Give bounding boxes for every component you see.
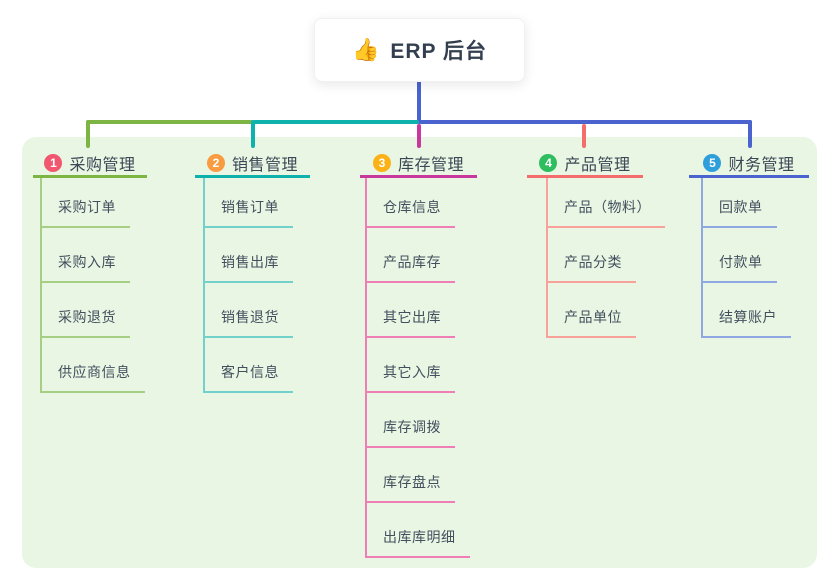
branch-children: 采购订单采购入库采购退货供应商信息	[40, 178, 145, 393]
branch-node-label: 财务管理	[728, 156, 795, 174]
branch-children: 销售订单销售出库销售退货客户信息	[203, 178, 293, 393]
child-item[interactable]: 供应商信息	[42, 338, 145, 393]
child-item[interactable]: 产品单位	[548, 283, 665, 338]
child-item[interactable]: 回款单	[703, 178, 791, 228]
branch-number-badge: 1	[44, 153, 63, 172]
branch-sales: 2 销售管理 销售订单销售出库销售退货客户信息	[195, 150, 310, 393]
child-item[interactable]: 采购入库	[42, 228, 145, 283]
child-item-label: 产品库存	[367, 252, 455, 283]
child-item-label: 出库库明细	[367, 527, 470, 558]
child-item[interactable]: 其它入库	[367, 338, 470, 393]
child-item[interactable]: 销售退货	[205, 283, 293, 338]
bus-segment-middle	[253, 120, 419, 124]
branch-finance: 5 财务管理 回款单付款单结算账户	[689, 150, 809, 338]
drop-line-sales	[251, 120, 255, 148]
branch-node-purchase[interactable]: 1 采购管理	[33, 150, 147, 178]
root-node-label: ERP 后台	[390, 40, 488, 63]
child-item-label: 客户信息	[205, 362, 293, 393]
branch-node-label: 销售管理	[231, 156, 298, 174]
child-item-label: 其它入库	[367, 362, 455, 393]
branch-node-label: 采购管理	[69, 156, 136, 174]
branch-number-badge: 3	[372, 153, 391, 172]
thumbs-up-icon: 👍	[351, 37, 381, 62]
branch-number-badge: 2	[206, 153, 225, 172]
branch-node-inventory[interactable]: 3 库存管理	[360, 150, 477, 178]
drop-line-product	[582, 124, 586, 148]
branch-node-label: 库存管理	[397, 156, 464, 174]
child-item-label: 库存调拨	[367, 417, 455, 448]
branch-node-product[interactable]: 4 产品管理	[527, 150, 643, 178]
child-item-label: 采购入库	[42, 252, 130, 283]
branch-node-label: 产品管理	[564, 156, 631, 174]
branch-children: 回款单付款单结算账户	[701, 178, 791, 338]
branch-node-finance[interactable]: 5 财务管理	[689, 150, 809, 178]
child-item[interactable]: 结算账户	[703, 283, 791, 338]
child-item[interactable]: 付款单	[703, 228, 791, 283]
branch-node-sales[interactable]: 2 销售管理	[195, 150, 310, 178]
bus-segment-left	[86, 120, 253, 124]
child-item-label: 采购订单	[42, 197, 130, 228]
drop-line-finance	[748, 120, 752, 148]
branch-children: 产品（物料） 产品分类产品单位	[546, 178, 665, 338]
child-item-label: 产品（物料）	[548, 197, 665, 228]
child-item-label: 供应商信息	[42, 362, 145, 393]
bus-segment-right	[419, 120, 752, 124]
drop-line-purchase	[86, 120, 90, 148]
child-item[interactable]: 产品（物料）	[548, 178, 665, 228]
child-item[interactable]: 产品库存	[367, 228, 470, 283]
child-item-label: 产品分类	[548, 252, 636, 283]
child-item-label: 其它出库	[367, 307, 455, 338]
child-item[interactable]: 客户信息	[205, 338, 293, 393]
branch-product: 4 产品管理 产品（物料） 产品分类产品单位	[527, 150, 665, 338]
child-item[interactable]: 采购订单	[42, 178, 145, 228]
branch-number-badge: 4	[539, 153, 558, 172]
child-item-label: 库存盘点	[367, 472, 455, 503]
branch-number-badge: 5	[703, 153, 722, 172]
child-item-label: 付款单	[703, 252, 777, 283]
child-item[interactable]: 产品分类	[548, 228, 665, 283]
child-item[interactable]: 销售出库	[205, 228, 293, 283]
background-panel	[22, 137, 817, 568]
child-item[interactable]: 库存盘点	[367, 448, 470, 503]
child-item[interactable]: 采购退货	[42, 283, 145, 338]
child-item[interactable]: 出库库明细	[367, 503, 470, 558]
child-item-label: 采购退货	[42, 307, 130, 338]
child-item-label: 仓库信息	[367, 197, 455, 228]
child-item-label: 销售出库	[205, 252, 293, 283]
root-connector-line	[417, 79, 421, 124]
drop-line-inventory	[417, 124, 421, 148]
child-item-label: 销售退货	[205, 307, 293, 338]
child-item-label: 销售订单	[205, 197, 293, 228]
child-item-label: 结算账户	[703, 307, 791, 338]
child-item-label: 回款单	[703, 197, 777, 228]
branch-inventory: 3 库存管理 仓库信息产品库存其它出库其它入库库存调拨库存盘点出库库明细	[360, 150, 477, 558]
child-item-label: 产品单位	[548, 307, 636, 338]
root-node[interactable]: 👍 ERP 后台	[314, 18, 525, 82]
child-item[interactable]: 销售订单	[205, 178, 293, 228]
child-item[interactable]: 仓库信息	[367, 178, 470, 228]
branch-children: 仓库信息产品库存其它出库其它入库库存调拨库存盘点出库库明细	[365, 178, 470, 558]
child-item[interactable]: 库存调拨	[367, 393, 470, 448]
child-item[interactable]: 其它出库	[367, 283, 470, 338]
branch-purchase: 1 采购管理 采购订单采购入库采购退货供应商信息	[33, 150, 147, 393]
